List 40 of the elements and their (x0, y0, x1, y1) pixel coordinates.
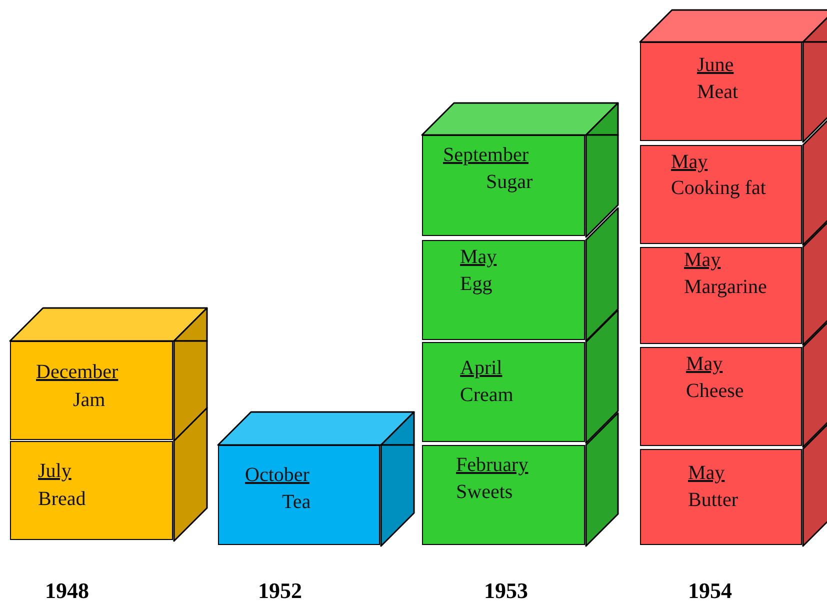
cube-front-face (640, 42, 802, 141)
item-label: Sweets (456, 480, 513, 504)
cube-front-face (10, 341, 173, 440)
item-label: Margarine (684, 275, 767, 299)
cube-front-face (422, 342, 585, 442)
month-label: May (671, 150, 708, 174)
month-label: July (38, 459, 72, 483)
cube-front-face (422, 135, 585, 236)
cube-front-face (640, 247, 802, 344)
month-label: May (460, 245, 497, 269)
month-label: September (443, 143, 529, 167)
year-label: 1953 (484, 578, 528, 604)
item-label: Cooking fat (671, 176, 766, 200)
month-label: February (456, 453, 528, 477)
item-label: Butter (688, 488, 738, 512)
item-label: Cheese (686, 379, 744, 403)
month-label: December (36, 360, 118, 384)
cube-front-face (422, 445, 585, 545)
month-label: April (460, 356, 502, 380)
cube-front-face (640, 449, 802, 545)
month-label: October (245, 463, 310, 487)
item-label: Bread (38, 487, 86, 511)
cube-front-face (218, 445, 380, 545)
month-label: May (688, 461, 725, 485)
cube-front-face (10, 441, 173, 540)
month-label: May (684, 248, 721, 272)
cube-front-face (422, 240, 585, 340)
year-label: 1954 (688, 578, 732, 604)
item-label: Jam (73, 388, 106, 412)
month-label: May (686, 352, 723, 376)
item-label: Cream (460, 383, 514, 407)
item-label: Meat (697, 80, 738, 104)
month-label: June (697, 53, 734, 77)
cube-front-face (640, 347, 802, 446)
cube-front-face (640, 145, 802, 244)
year-label: 1948 (45, 578, 89, 604)
item-label: Sugar (486, 170, 533, 194)
item-label: Tea (282, 490, 311, 514)
item-label: Egg (460, 272, 492, 296)
year-label: 1952 (258, 578, 302, 604)
